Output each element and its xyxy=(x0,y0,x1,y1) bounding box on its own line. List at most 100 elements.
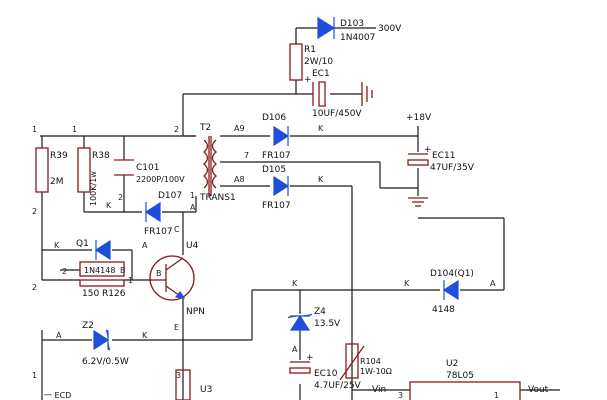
z2-zener: Z2 6.2V/0.5W A K xyxy=(56,321,148,367)
z2-ref: Z2 xyxy=(82,321,94,331)
ec11-value: 47UF/35V xyxy=(430,163,475,173)
t2-pin-1: 1 xyxy=(190,191,195,200)
r39-value: 2M xyxy=(50,177,64,187)
t2-pin-a8: A8 xyxy=(234,175,245,184)
r104-ref: R104 xyxy=(360,357,381,366)
u2-ref: U2 xyxy=(446,359,458,369)
ec10-capacitor: + EC10 4.7UF/25V xyxy=(289,353,362,391)
q1-pin-b: B xyxy=(120,266,126,275)
r39-ref: R39 xyxy=(50,151,68,161)
r38-pin-1: 1 xyxy=(72,125,77,134)
ec11-capacitor: +18V + EC11 47UF/35V xyxy=(406,113,475,207)
pin-1-bottom: 1 xyxy=(32,371,37,380)
t2-ref: T2 xyxy=(199,123,211,133)
t2-pin-7: 7 xyxy=(244,151,249,160)
c101-ref: C101 xyxy=(136,163,159,173)
r126-ref: R126 xyxy=(102,289,126,299)
r38-value: 100K/1w xyxy=(89,171,98,206)
r126-value: 150 xyxy=(82,289,99,299)
u3-ref: U3 xyxy=(200,385,212,395)
ec10-value: 4.7UF/25V xyxy=(314,381,362,391)
d106-value: FR107 xyxy=(262,151,291,161)
q1-pin-2: 2 xyxy=(62,267,67,276)
z2-value: 6.2V/0.5W xyxy=(82,357,129,367)
ec1-polarity: + xyxy=(304,75,312,85)
r38-ref: R38 xyxy=(92,151,110,161)
d105-value: FR107 xyxy=(262,201,291,211)
u4-pin-c: C xyxy=(174,225,180,234)
misc-labels: 1 2 一 ECD xyxy=(32,283,71,400)
t2-pin-a9: A9 xyxy=(234,124,245,133)
z4-ref: Z4 xyxy=(314,307,326,317)
z2-pin-a: A xyxy=(56,331,62,340)
ec1-ref: EC1 xyxy=(312,69,330,79)
z4-pin-a: A xyxy=(292,345,298,354)
d104-pin-k: K xyxy=(404,279,410,288)
d103-value: 1N4007 xyxy=(340,33,375,43)
node-300v: 300V xyxy=(378,24,402,34)
u2-vout: Vout xyxy=(528,385,549,395)
t2-pin-2: 2 xyxy=(174,125,179,134)
t2-transformer: T2 TRANS1 A9 7 A8 2 1 K 2 A xyxy=(106,123,249,212)
d107-diode: D107 FR107 xyxy=(144,191,182,237)
u4-pin-e: E xyxy=(174,323,179,332)
u4-type: NPN xyxy=(186,307,205,317)
q1-ref: Q1 xyxy=(76,239,89,249)
d106-pin-k: K xyxy=(318,124,324,133)
t2-name: TRANS1 xyxy=(199,193,236,203)
d104-ref: D104(Q1) xyxy=(430,269,474,279)
d103-ref: D103 xyxy=(340,19,364,29)
d104-diode: D104(Q1) 4148 K A xyxy=(404,269,496,315)
d106-diode: D106 FR107 K xyxy=(262,113,324,161)
q1-pin-k: K xyxy=(54,241,60,250)
r126-resistor: 150 R126 xyxy=(79,279,126,299)
wires xyxy=(40,27,560,400)
c101-value: 2200P/100V xyxy=(136,175,185,184)
ec1-capacitor: + EC1 10UF/450V xyxy=(304,69,373,119)
z4-value: 13.5V xyxy=(314,319,341,329)
u2-pin-1: 1 xyxy=(494,391,499,400)
r104-resistor: R104 1W-10Ω xyxy=(339,343,392,381)
d105-ref: D105 xyxy=(262,165,286,175)
r39-resistor: R39 2M 1 2 xyxy=(32,125,68,216)
z4-zener: Z4 13.5V K A xyxy=(287,279,341,354)
r38-resistor: R38 100K/1w 1 xyxy=(72,125,110,206)
d103-diode: D103 1N4007 300V xyxy=(317,16,402,43)
r39-pin-2: 2 xyxy=(32,207,37,216)
r1-ref: R1 xyxy=(304,45,316,55)
u3-pin-3: 3 xyxy=(176,371,181,380)
ec10-polarity: + xyxy=(306,353,314,363)
t2-pin-2b: 2 xyxy=(118,193,123,202)
ec11-polarity: + xyxy=(424,145,432,155)
node-plus18v: +18V xyxy=(406,113,432,123)
u4-transistor: U4 NPN C B E xyxy=(149,225,205,332)
ec11-ref: EC11 xyxy=(432,151,455,161)
q1-pin-1: 1 xyxy=(128,276,133,285)
z4-pin-k: K xyxy=(292,279,298,288)
partial-left-label: 一 ECD xyxy=(44,391,71,400)
u2-pin-3: 3 xyxy=(398,391,403,400)
u3-component: U3 3 xyxy=(175,369,212,400)
d107-ref: D107 xyxy=(158,191,182,201)
u2-value: 78L05 xyxy=(446,371,474,381)
ec1-value: 10UF/450V xyxy=(312,109,362,119)
r1-resistor: R1 2W/10 xyxy=(289,43,333,81)
u2-vin: Vin xyxy=(372,385,386,395)
t2-pin-k: K xyxy=(106,201,112,210)
ec10-ref: EC10 xyxy=(314,369,338,379)
pin-2-left: 2 xyxy=(32,283,37,292)
q1-value: 1N4148 xyxy=(84,266,115,275)
d107-value: FR107 xyxy=(144,227,173,237)
d104-pin-a: A xyxy=(490,279,496,288)
r104-value: 1W-10Ω xyxy=(360,367,392,376)
t2-pin-a: A xyxy=(190,203,196,212)
r39-pin-1: 1 xyxy=(32,125,37,134)
d105-pin-k: K xyxy=(318,175,324,184)
u4-pin-b: B xyxy=(156,269,162,278)
r1-value: 2W/10 xyxy=(304,57,333,67)
d104-value: 4148 xyxy=(432,305,455,315)
d105-diode: D105 FR107 K xyxy=(262,165,324,211)
q1-diode: Q1 K A 1N4148 2 B 1 xyxy=(54,239,148,285)
d106-ref: D106 xyxy=(262,113,286,123)
